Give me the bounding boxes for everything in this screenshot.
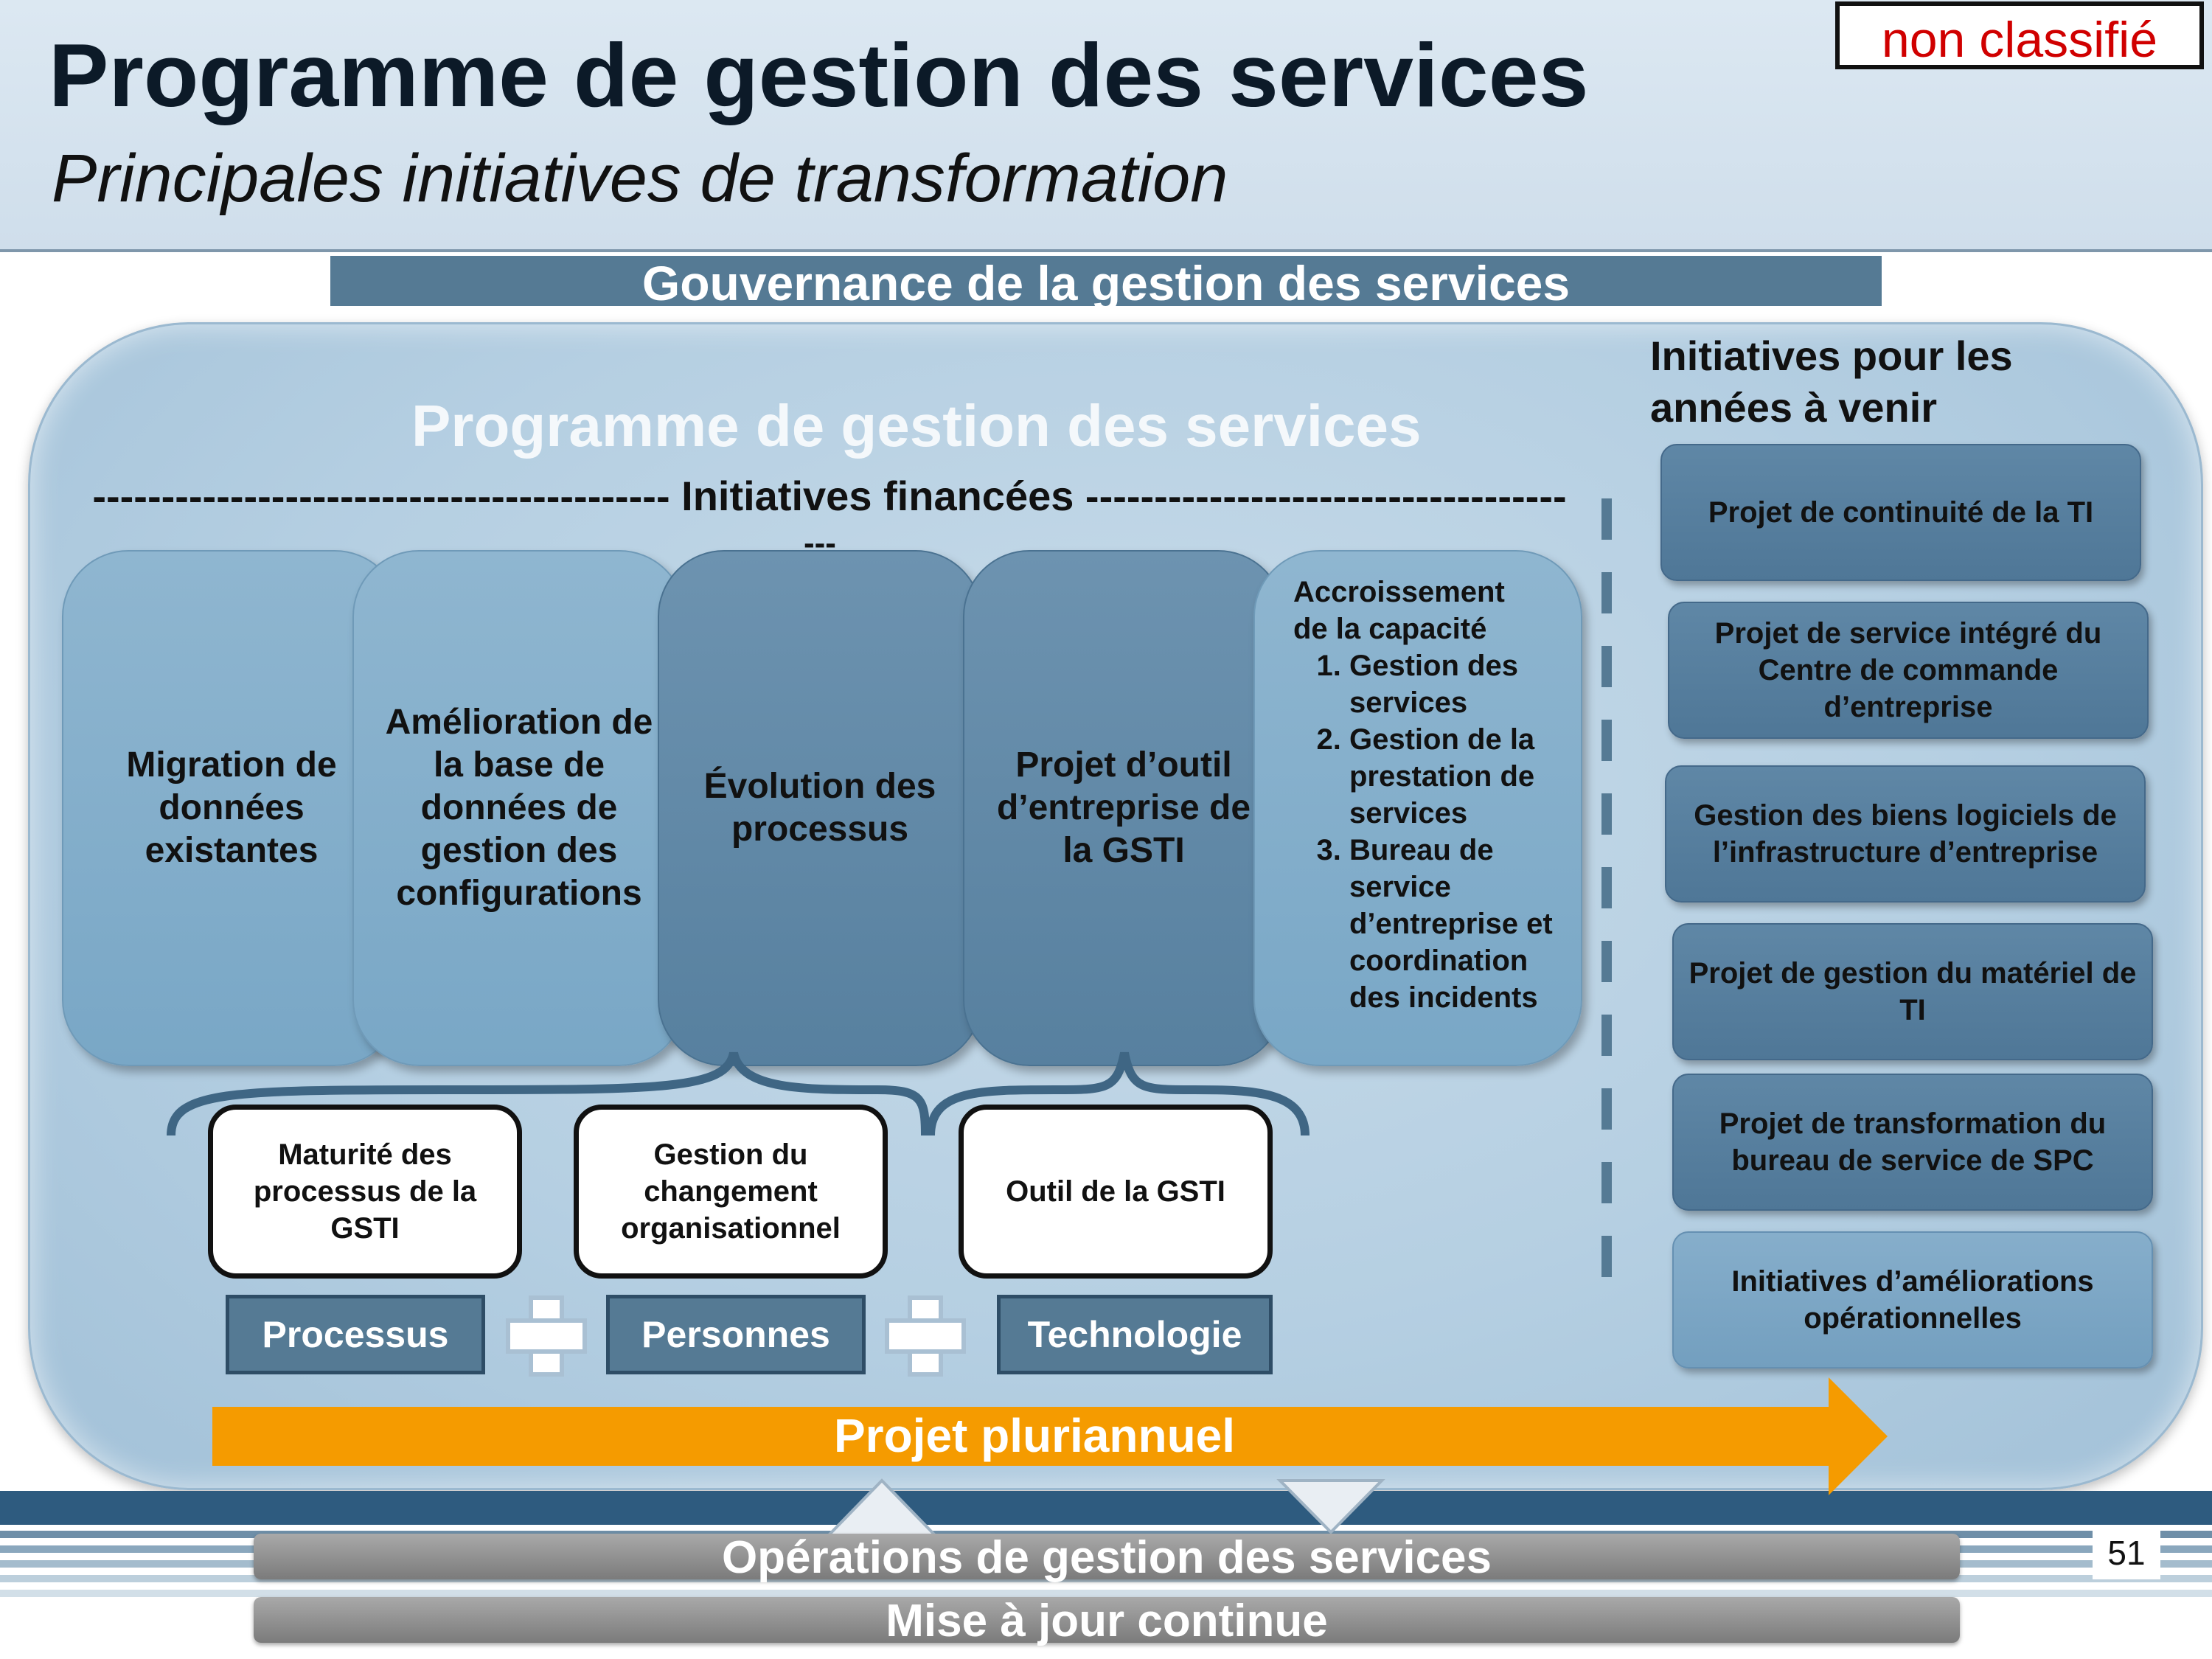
pillar-box-label: Outil de la GSTI bbox=[1006, 1175, 1225, 1208]
funded-tile-process-evolution: Évolution des processus bbox=[658, 550, 982, 1066]
funded-initiatives-label: ----------------------------------------… bbox=[92, 473, 1567, 519]
program-heading: Programme de gestion des services bbox=[411, 393, 1422, 459]
pillar-box-change-management: Gestion du changement organisationnel bbox=[574, 1105, 888, 1279]
funded-tile-itsm-tool-project: Projet d’outil d’entreprise de la GSTI bbox=[963, 550, 1284, 1066]
future-item-label: Projet de service intégré du Centre de c… bbox=[1714, 617, 2102, 723]
pillar-tag-process: Processus bbox=[226, 1295, 485, 1374]
funded-tile-data-migration: Migration de données existantes bbox=[62, 550, 401, 1066]
bottom-stripe bbox=[0, 1491, 2212, 1525]
future-item-label: Projet de transformation du bureau de se… bbox=[1719, 1107, 2107, 1177]
funded-tile-capacity-increase: Accroissement de la capacité Gestion des… bbox=[1253, 550, 1582, 1066]
pillar-box-label: Gestion du changement organisationnel bbox=[621, 1138, 841, 1245]
future-item-label: Projet de gestion du matériel de TI bbox=[1688, 957, 2137, 1026]
page-subtitle: Principales initiatives de transformatio… bbox=[52, 141, 1228, 216]
future-item-command-centre: Projet de service intégré du Centre de c… bbox=[1668, 602, 2149, 739]
funded-tile-label: Évolution des processus bbox=[703, 767, 936, 849]
future-item-hardware-management: Projet de gestion du matériel de TI bbox=[1672, 923, 2153, 1060]
pillar-tag-technology: Technologie bbox=[997, 1295, 1273, 1374]
operations-bar: Opérations de gestion des services bbox=[254, 1534, 1960, 1582]
future-initiatives-heading: Initiatives pour les années à venir bbox=[1650, 333, 2013, 431]
page-number: 51 bbox=[2093, 1526, 2160, 1579]
capacity-heading: Accroissement de la capacité bbox=[1293, 576, 1505, 645]
pillar-box-process-maturity: Maturité des processus de la GSTI bbox=[208, 1105, 522, 1279]
capacity-item: Gestion de la prestation de services bbox=[1349, 721, 1566, 832]
capacity-item: Bureau de service d’entreprise et coordi… bbox=[1349, 832, 1566, 1016]
funded-tile-label: Migration de données existantes bbox=[126, 745, 337, 870]
classification-badge: non classifié bbox=[1835, 1, 2204, 69]
dashed-separator bbox=[1601, 498, 1612, 1287]
pillar-tag-people: Personnes bbox=[606, 1295, 866, 1374]
future-item-operational-improvements: Initiatives d’améliorations opérationnel… bbox=[1672, 1231, 2153, 1368]
future-item-software-assets: Gestion des biens logiciels de l’infrast… bbox=[1665, 765, 2146, 902]
pillar-box-label: Maturité des processus de la GSTI bbox=[253, 1138, 477, 1245]
capacity-list: Gestion des services Gestion de la prest… bbox=[1293, 647, 1566, 1016]
governance-banner: Gouvernance de la gestion des services bbox=[330, 256, 1882, 306]
capacity-item: Gestion des services bbox=[1349, 647, 1566, 721]
continuous-update-bar: Mise à jour continue bbox=[254, 1597, 1960, 1646]
funded-tile-label: Projet d’outil d’entreprise de la GSTI bbox=[996, 745, 1251, 870]
funded-tile-label: Amélioration de la base de données de ge… bbox=[385, 703, 653, 913]
future-item-label: Gestion des biens logiciels de l’infrast… bbox=[1694, 799, 2117, 869]
future-item-label: Projet de continuité de la TI bbox=[1708, 496, 2094, 529]
funded-tile-cmdb-improvement: Amélioration de la base de données de ge… bbox=[352, 550, 686, 1066]
future-item-service-desk-transformation: Projet de transformation du bureau de se… bbox=[1672, 1074, 2153, 1211]
page-title: Programme de gestion des services bbox=[49, 25, 1589, 125]
multiyear-label: Projet pluriannuel bbox=[833, 1409, 1236, 1462]
future-item-it-continuity: Projet de continuité de la TI bbox=[1660, 444, 2141, 581]
future-item-label: Initiatives d’améliorations opérationnel… bbox=[1731, 1265, 2094, 1335]
pillar-box-itsm-tool: Outil de la GSTI bbox=[959, 1105, 1273, 1279]
